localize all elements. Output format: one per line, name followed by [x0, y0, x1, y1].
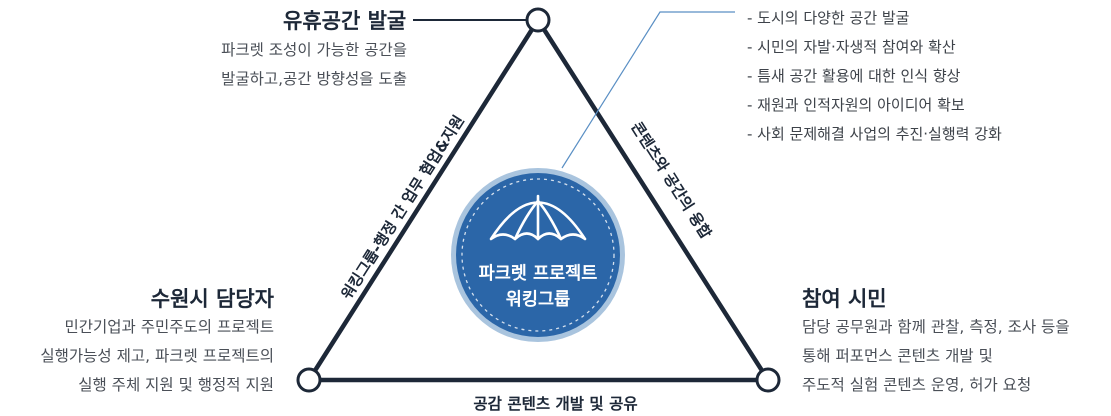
badge-dashed-ring	[461, 178, 615, 332]
top-node-desc: 파크렛 조성이 가능한 공간을 발굴하고,공간 방향성을 도출	[221, 36, 407, 94]
center-badge: 파크렛 프로젝트 워킹그룹	[451, 168, 625, 342]
top-node-desc-line: 발굴하고,공간 방향성을 도출	[221, 70, 407, 88]
bullet-item: - 시민의 자발·자생적 참여와 확산	[747, 38, 956, 56]
bullet-item: - 틈새 공간 활용에 대한 인식 향상	[747, 67, 961, 85]
left-edge-label: 워킹그룹-행정 간 업무 협업&지원	[338, 112, 468, 302]
left-node-desc-line: 실행 주체 지원 및 행정적 지원	[78, 376, 274, 394]
bullet-item: - 재원과 인적자원의 아이디어 확보	[747, 96, 965, 114]
right-node-desc-line: 주도적 실험 콘텐츠 운영, 허가 요청	[802, 376, 1032, 394]
center-title-line1: 파크렛 프로젝트	[479, 264, 598, 284]
left-node-title: 수원시 담당자	[150, 287, 274, 311]
callout-bullet-list: - 도시의 다양한 공간 발굴 - 시민의 자발·자생적 참여와 확산 - 틈새…	[747, 4, 1002, 149]
right-node-desc: 담당 공무원과 함께 관찰, 측정, 조사 등을 통해 퍼포먼스 콘텐츠 개발 …	[802, 313, 1070, 400]
bottom-edge-label: 공감 콘텐츠 개발 및 공유	[473, 395, 638, 413]
left-node-desc-line: 실행가능성 제고, 파크렛 프로젝트의	[40, 347, 274, 365]
callout-line	[561, 11, 735, 169]
center-title-line2: 워킹그룹	[506, 289, 570, 310]
triangle-frame	[306, 17, 771, 383]
right-node-circle	[755, 367, 781, 393]
top-node-title: 유휴공간 발굴	[283, 9, 407, 33]
bullet-item: - 사회 문제해결 사업의 추진·실행력 강화	[747, 125, 1002, 143]
left-node-desc-line: 민간기업과 주민주도의 프로젝트	[64, 318, 275, 336]
top-node-desc-line: 파크렛 조성이 가능한 공간을	[221, 41, 407, 59]
left-node-circle	[296, 367, 322, 393]
top-node-circle	[525, 7, 551, 33]
right-node-desc-line: 담당 공무원과 함께 관찰, 측정, 조사 등을	[802, 318, 1070, 336]
badge-core	[456, 173, 620, 337]
umbrella-icon	[489, 194, 587, 241]
right-node-title: 참여 시민	[802, 287, 887, 311]
right-node-desc-line: 통해 퍼포먼스 콘텐츠 개발 및	[802, 347, 993, 365]
left-node-desc: 민간기업과 주민주도의 프로젝트 실행가능성 제고, 파크렛 프로젝트의 실행 …	[40, 313, 274, 400]
bullet-item: - 도시의 다양한 공간 발굴	[747, 9, 910, 27]
